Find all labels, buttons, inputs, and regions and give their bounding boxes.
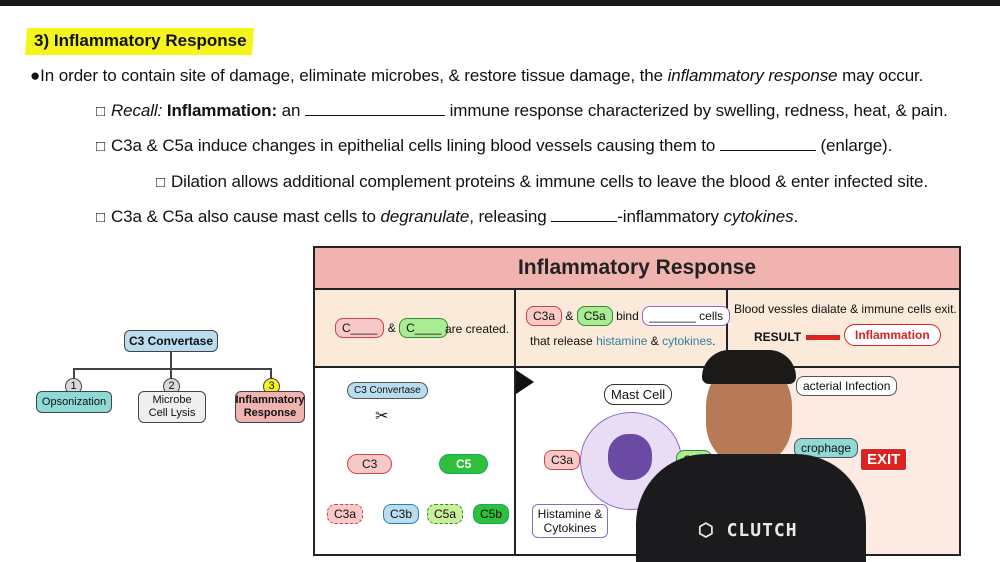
top-bar <box>0 0 1000 6</box>
c3a-pill: C3a <box>526 306 563 326</box>
bullet-mast-cells: □C3a & C5a also cause mast cells to degr… <box>96 207 799 226</box>
panel-title: Inflammatory Response <box>315 248 959 290</box>
c5b-fragment: C5b <box>473 504 510 524</box>
cleavage-diagram: C3 Convertase ✂ C3 C5 C3a C3b C5a C5b <box>315 368 516 554</box>
step-3-badge: 3 <box>263 378 280 395</box>
presenter-hair <box>702 350 796 384</box>
exit-sign: EXIT <box>860 448 908 471</box>
presenter-shirt <box>636 454 866 562</box>
c5-node: C5 <box>439 454 489 474</box>
flow-root: C3 Convertase <box>124 330 218 352</box>
c3-split: C3 <box>347 454 393 474</box>
bullet-dilation: □Dilation allows additional complement p… <box>156 172 928 191</box>
panel-step3: Blood vessles dialate & immune cells exi… <box>728 290 959 368</box>
macrophage-label: crophage <box>794 438 859 458</box>
panel-step2: C3a & C5a bind _______ cells that releas… <box>516 290 731 368</box>
node-inflammatory-response: Inflammatory Response <box>235 391 305 423</box>
bacterial-infection-label: acterial Infection <box>796 376 898 396</box>
scissors-icon: ✂ <box>375 408 389 425</box>
bullet-c3a-vessels: □C3a & C5a induce changes in epithelial … <box>96 136 893 155</box>
mast-cell-nucleus <box>608 434 652 480</box>
c3a-binding: C3a <box>544 450 581 470</box>
section-heading: 3) Inflammatory Response <box>25 28 254 55</box>
arrow-right-icon <box>516 370 534 394</box>
cells-blank: _______ cells <box>642 306 731 326</box>
c-blank-1: C____ <box>335 318 385 338</box>
clutch-watermark: ⬡ CLUTCH <box>698 520 798 541</box>
inflammation-result: Inflammation <box>844 324 941 346</box>
c5a-pill: C5a <box>576 306 613 326</box>
c3b-fragment: C3b <box>383 504 420 524</box>
result-arrow <box>806 335 840 340</box>
convertase-pill: C3 Convertase <box>347 382 428 399</box>
panel-step1: C____ & C____ are created. <box>315 290 516 368</box>
bullet-recall: □Recall: Inflammation: an immune respons… <box>96 101 948 120</box>
node-cell-lysis: Microbe Cell Lysis <box>138 391 206 423</box>
node-opsonization: Opsonization <box>36 391 112 413</box>
presenter-video: ⬡ CLUTCH <box>636 350 866 562</box>
bacteria-cluster <box>878 408 938 428</box>
bullet-intro: ●In order to contain site of damage, eli… <box>30 66 924 85</box>
c5a-fragment: C5a <box>427 504 464 524</box>
histamine-cytokines-label: Histamine & Cytokines <box>532 504 608 538</box>
c-blank-2: C____ <box>399 318 449 338</box>
mast-cell-label: Mast Cell <box>604 384 673 405</box>
c3a-fragment: C3a <box>327 504 364 524</box>
